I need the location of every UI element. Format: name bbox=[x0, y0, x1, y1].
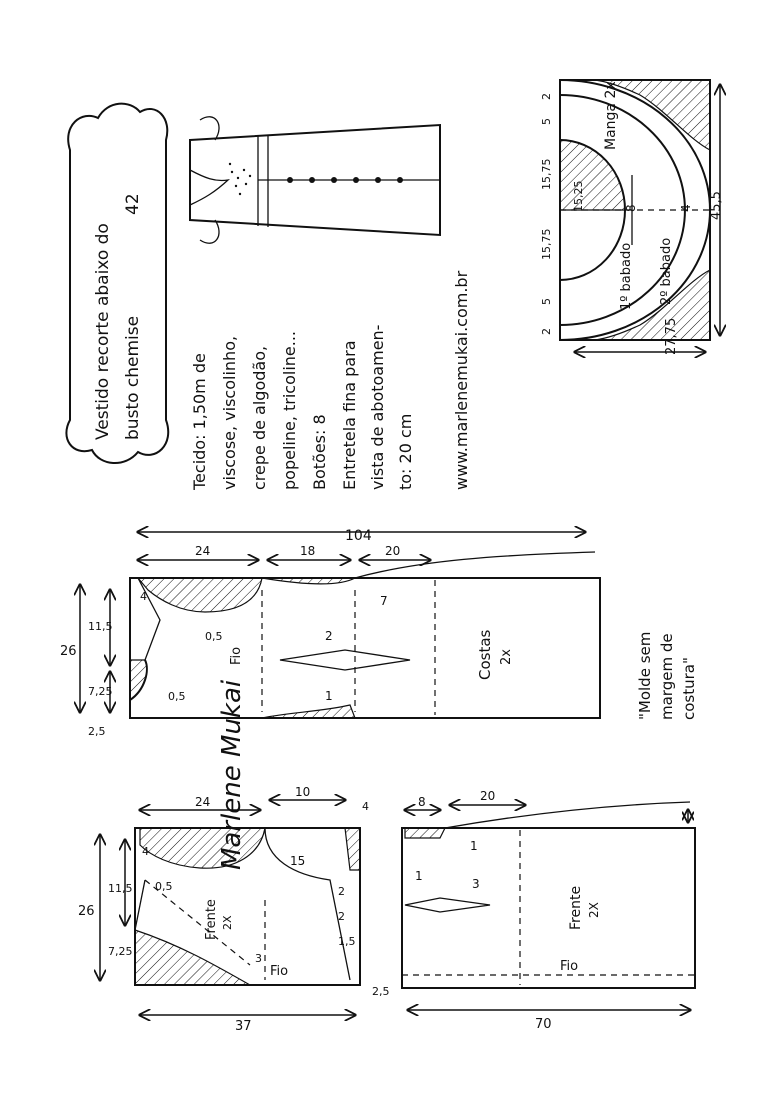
back-piece-label: Costas bbox=[476, 629, 494, 680]
back-dim-7-25: 7,25 bbox=[88, 685, 113, 698]
front-dim-2-a: 2 bbox=[338, 885, 345, 898]
front-dim-37: 37 bbox=[235, 1019, 252, 1034]
interfacing-line-1: Entretela fina para bbox=[340, 341, 359, 491]
front-dim-26: 26 bbox=[78, 904, 95, 919]
front-bodice-label: Frente bbox=[204, 899, 219, 940]
note-line-3: costura" bbox=[680, 657, 698, 720]
front-bodice-pattern: 24 10 4 15 26 11,5 7,25 0,5 4 3 2 2 1,5 … bbox=[78, 785, 390, 1034]
front-dim-24: 24 bbox=[195, 795, 210, 809]
front-skirt-count: 2X bbox=[587, 902, 601, 918]
back-pattern: 104 24 18 20 26 11,5 7,25 2,5 4 0,5 0,5 … bbox=[60, 528, 601, 738]
sleeve-dim-2-top: 2 bbox=[540, 93, 553, 100]
sleeve-dim-2-bottom: 2 bbox=[540, 328, 553, 335]
back-dim-11-5: 11,5 bbox=[88, 620, 113, 633]
front-dim-4-right: 4 bbox=[362, 800, 369, 813]
note-line-1: "Molde sem bbox=[636, 632, 654, 720]
front-dim-4-left: 4 bbox=[142, 845, 149, 858]
fabric-line-3: crepe de algodão, bbox=[250, 346, 269, 490]
title-line-2: busto chemise bbox=[123, 316, 143, 440]
skirt-dim-1-left: 1 bbox=[415, 869, 423, 883]
ruffle-2-label: 2º babado bbox=[659, 238, 674, 305]
sleeve-dim-4: 4 bbox=[679, 204, 693, 212]
back-dim-4: 4 bbox=[140, 590, 147, 603]
skirt-dim-8: 8 bbox=[418, 795, 426, 809]
sleeve-pattern: 2 5 15,75 15,75 5 2 15,25 8 4 45,5 27,75… bbox=[540, 79, 724, 355]
buttons-count: Botões: 8 bbox=[310, 414, 329, 490]
skirt-dim-1-top: 1 bbox=[470, 839, 478, 853]
front-skirt-label: Frente bbox=[568, 886, 584, 930]
front-dim-1-5: 1,5 bbox=[338, 935, 356, 948]
front-dim-0-5: 0,5 bbox=[155, 880, 173, 893]
sleeve-dim-5-top: 5 bbox=[540, 118, 553, 125]
skirt-dim-3: 3 bbox=[472, 877, 480, 891]
back-dim-26: 26 bbox=[60, 644, 77, 659]
title-cloud-outline bbox=[65, 102, 170, 464]
skirt-dim-70: 70 bbox=[535, 1017, 552, 1032]
seam-allowance-note: "Molde sem margem de costura" bbox=[636, 632, 698, 720]
back-dim-7: 7 bbox=[380, 594, 388, 608]
front-skirt-grain: Fio bbox=[560, 959, 578, 974]
sleeve-dim-15-75-top: 15,75 bbox=[540, 159, 553, 191]
sleeve-dim-15-25: 15,25 bbox=[572, 181, 585, 213]
front-bodice-grain: Fio bbox=[270, 964, 288, 979]
back-dim-2: 2 bbox=[325, 629, 333, 643]
back-dim-1: 1 bbox=[325, 689, 333, 703]
title-size: 42 bbox=[123, 193, 143, 215]
back-piece-count: 2x bbox=[499, 649, 514, 665]
fabric-line-4: popeline, tricoline... bbox=[280, 331, 299, 490]
front-dim-2-5: 2,5 bbox=[372, 985, 390, 998]
back-grain-label: Fio bbox=[229, 647, 244, 665]
front-dim-15: 15 bbox=[290, 854, 305, 868]
interfacing-line-3: to: 20 cm bbox=[396, 414, 415, 490]
back-dim-2-5: 2,5 bbox=[88, 725, 106, 738]
sleeve-dim-45-5: 45,5 bbox=[709, 191, 724, 220]
materials-block: Tecido: 1,50m de viscose, viscolinho, cr… bbox=[190, 270, 471, 491]
fabric-line-2: viscose, viscolinho, bbox=[220, 336, 239, 490]
front-dim-3: 3 bbox=[255, 952, 262, 965]
back-dim-0-5-top: 0,5 bbox=[205, 630, 223, 643]
back-dim-24: 24 bbox=[195, 544, 210, 558]
front-dim-11-5: 11,5 bbox=[108, 882, 133, 895]
ruffle-1-label: 1º babado bbox=[619, 243, 634, 310]
front-dim-10: 10 bbox=[295, 785, 310, 799]
sleeve-dim-15-75-bottom: 15,75 bbox=[540, 229, 553, 261]
website-text: www.marlenemukai.com.br bbox=[452, 270, 471, 490]
sleeve-label: Manga 2x bbox=[603, 81, 619, 150]
front-bodice-count: 2X bbox=[221, 915, 234, 930]
front-dim-2-b: 2 bbox=[338, 910, 345, 923]
sleeve-dim-27-75: 27,75 bbox=[664, 318, 679, 355]
back-dim-20: 20 bbox=[385, 544, 400, 558]
title-block: Vestido recorte abaixo do busto chemise … bbox=[65, 102, 170, 464]
title-line-1: Vestido recorte abaixo do bbox=[93, 223, 113, 440]
back-dim-0-5-bottom: 0,5 bbox=[168, 690, 186, 703]
front-dim-7-25: 7,25 bbox=[108, 945, 133, 958]
front-skirt-pattern: 8 20 1 3 1 70 Fio Frente 2X bbox=[401, 789, 696, 1032]
dress-buttons bbox=[287, 177, 403, 183]
dress-sketch bbox=[189, 116, 441, 244]
back-dim-104: 104 bbox=[345, 528, 372, 544]
fabric-line-1: Tecido: 1,50m de bbox=[190, 353, 209, 491]
sleeve-dim-5-bottom: 5 bbox=[540, 298, 553, 305]
sleeve-dim-8: 8 bbox=[624, 204, 638, 212]
skirt-dim-20: 20 bbox=[480, 789, 495, 803]
note-line-2: margem de bbox=[658, 633, 676, 720]
back-dim-18: 18 bbox=[300, 544, 315, 558]
interfacing-line-2: vista de abotoamen- bbox=[368, 325, 387, 490]
